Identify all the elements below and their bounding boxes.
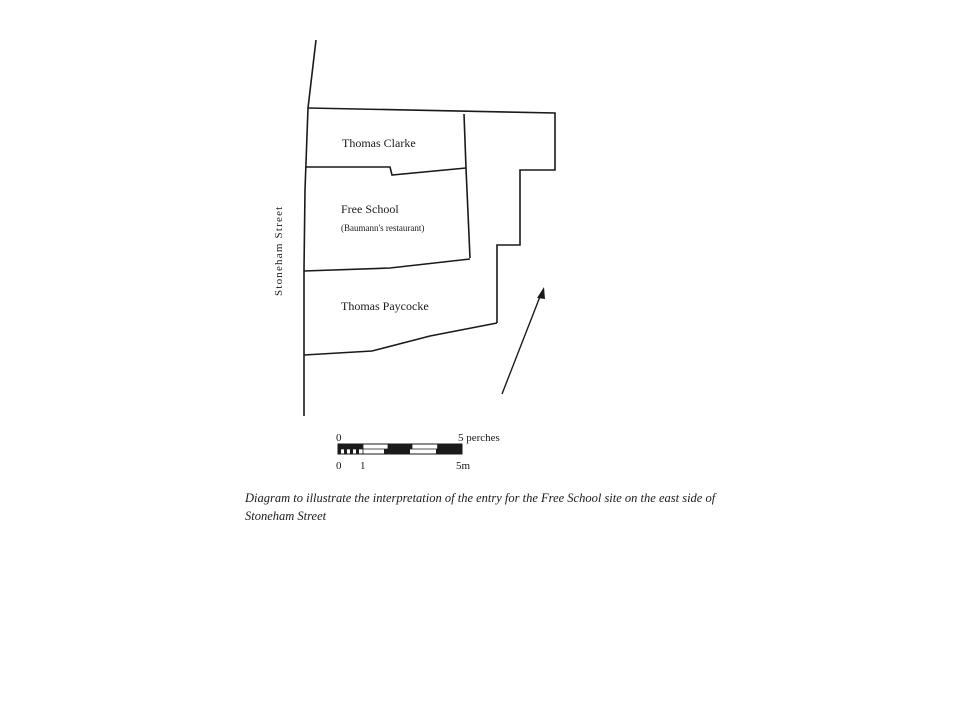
paycocke-south-boundary xyxy=(303,322,498,356)
clarke-school-dividing-line xyxy=(305,166,467,176)
scale-metres-end: 5m xyxy=(456,460,471,472)
free-school-plot-boundary xyxy=(465,167,471,259)
scale-perches-end: 5 perches xyxy=(458,432,500,444)
scale-bar: 0 5 perches 0 1 5m xyxy=(336,432,500,472)
clarke-plot-east-boundary xyxy=(463,113,467,169)
street-label: Stoneham Street xyxy=(273,206,285,296)
scale-perches-start: 0 xyxy=(336,432,342,444)
figure-caption: Diagram to illustrate the interpretation… xyxy=(245,491,716,523)
plot-label-thomas-paycocke: Thomas Paycocke xyxy=(341,299,429,313)
scale-metres-one: 1 xyxy=(360,460,366,472)
scale-metres-start: 0 xyxy=(336,460,342,472)
site-outer-boundary xyxy=(307,107,556,323)
north-arrow-icon xyxy=(501,287,545,395)
plot-note-free-school: (Baumann's restaurant) xyxy=(341,223,424,233)
street-frontage-line xyxy=(303,39,317,416)
school-paycocke-dividing-line xyxy=(303,258,471,272)
plot-label-free-school: Free School xyxy=(341,202,399,216)
plot-label-thomas-clarke: Thomas Clarke xyxy=(342,136,416,150)
